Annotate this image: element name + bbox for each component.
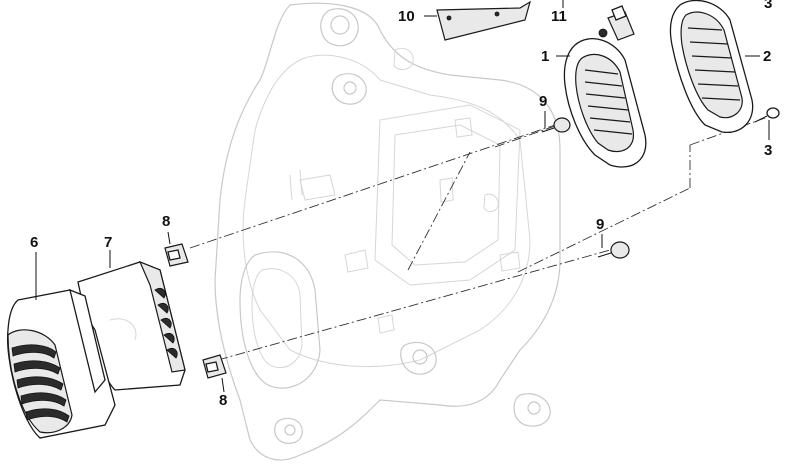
part-8-clip-upper [164, 243, 189, 267]
callout-3-top: 3 [764, 0, 773, 12]
part-2-vent-grille [669, 0, 754, 133]
part-10-hole [494, 11, 500, 17]
callout-6: 6 [30, 234, 39, 251]
part-11-clip [598, 5, 635, 41]
part-9-nut-lower [597, 241, 630, 259]
part-10-hole [446, 15, 452, 21]
callout-8-upper: 8 [162, 213, 171, 230]
part-9-nut-upper [541, 117, 571, 133]
callout-7: 7 [104, 234, 113, 251]
callout-9-lower: 9 [596, 216, 605, 233]
assembly-lines [189, 117, 766, 361]
callout-11: 11 [551, 8, 567, 25]
part-3-screw [754, 107, 780, 123]
callout-3-right: 3 [764, 142, 773, 159]
callout-8-lower: 8 [219, 392, 228, 409]
part-6-front-vent [6, 288, 116, 439]
callout-2: 2 [763, 48, 772, 65]
callout-1: 1 [541, 48, 550, 65]
callout-leaders [35, 0, 770, 393]
part-10-bracket [436, 0, 531, 41]
callout-10: 10 [398, 8, 415, 25]
callout-9-upper: 9 [539, 93, 548, 110]
part-1-vent-grille [563, 38, 647, 168]
body-frame-ghost [214, 2, 561, 461]
part-8-clip-lower [202, 354, 227, 379]
